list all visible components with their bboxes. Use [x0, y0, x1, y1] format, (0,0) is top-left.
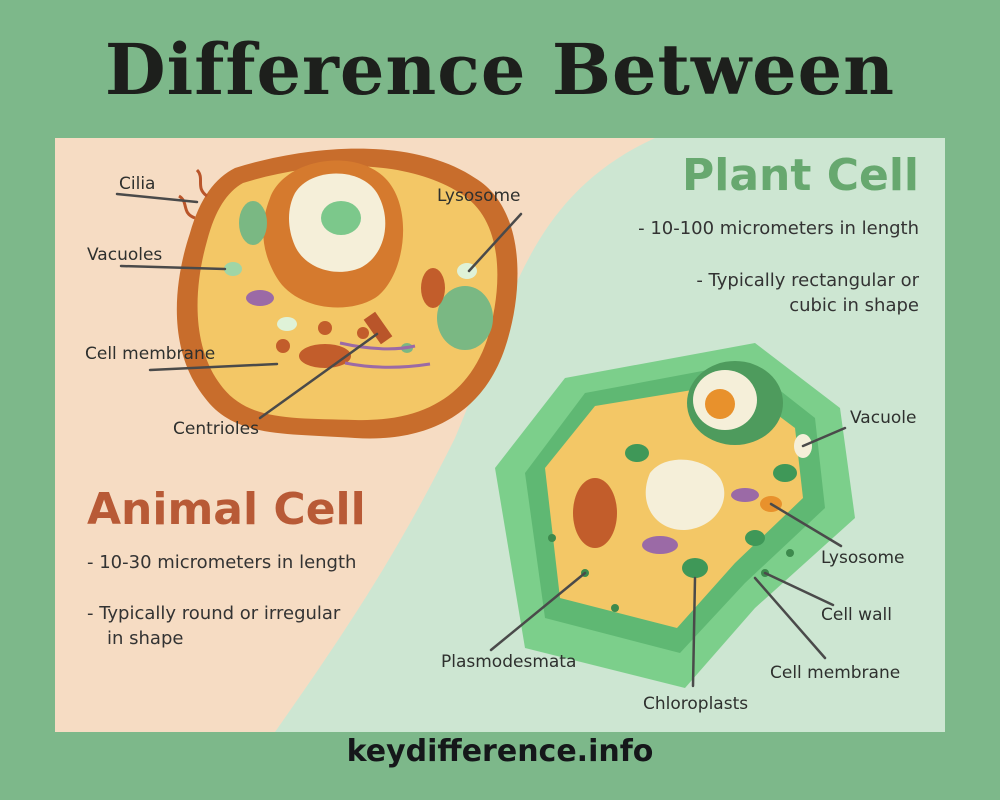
- animal-cilia: [195, 168, 208, 198]
- animal-fact-shape-cont: in shape: [107, 628, 184, 649]
- line-cell-wall: [763, 571, 835, 607]
- line-vacuoles: [119, 264, 227, 271]
- plant-plasmodesma: [548, 534, 556, 542]
- plant-fact-size: - 10-100 micrometers in length: [638, 218, 919, 239]
- animal-golgi: [437, 286, 493, 350]
- line-cell-membrane: [148, 362, 279, 372]
- label-plant-cell-membrane: Cell membrane: [770, 663, 901, 683]
- line-plant-lysosome: [769, 502, 843, 548]
- animal-vacuole: [224, 262, 242, 276]
- line-centrioles: [258, 332, 379, 420]
- plant-vacuole: [645, 459, 725, 531]
- label-centrioles: Centrioles: [173, 419, 259, 439]
- line-cilia: [115, 192, 199, 204]
- label-cell-membrane: Cell membrane: [85, 344, 216, 364]
- line-lysosome: [467, 212, 523, 273]
- leader-lines: [115, 192, 847, 688]
- page-title: Difference Between: [104, 28, 896, 111]
- label-lysosome-plant: Lysosome: [821, 548, 905, 568]
- label-plasmodesmata: Plasmodesmata: [441, 652, 577, 672]
- line-plant-cell-membrane: [753, 576, 827, 660]
- comparison-panel: Cilia Vacuoles Cell membrane Centrioles …: [55, 138, 945, 732]
- label-lysosome-animal: Lysosome: [437, 186, 521, 206]
- plant-chloroplast: [625, 444, 649, 462]
- animal-nucleolus: [321, 201, 361, 235]
- label-vacuole: Vacuole: [850, 408, 917, 428]
- line-plasmodesmata: [489, 571, 587, 652]
- label-chloroplasts: Chloroplasts: [643, 694, 749, 714]
- animal-cell-heading: Animal Cell: [87, 484, 366, 535]
- plant-fact-shape-cont: cubic in shape: [789, 295, 919, 316]
- plant-cell: [495, 343, 855, 688]
- label-cilia: Cilia: [119, 174, 156, 194]
- label-cell-wall: Cell wall: [821, 605, 892, 625]
- animal-er: [239, 201, 267, 245]
- animal-cell: [176, 148, 518, 439]
- animal-mitochondrion: [299, 344, 351, 368]
- line-vacuole: [801, 426, 847, 448]
- label-vacuoles: Vacuoles: [87, 245, 163, 265]
- plant-cell-heading: Plant Cell: [682, 150, 919, 201]
- footer-site-link[interactable]: keydifference.info: [346, 734, 654, 769]
- plant-golgi: [573, 478, 617, 548]
- plant-fact-shape: - Typically rectangular or: [696, 270, 919, 291]
- animal-fact-shape: - Typically round or irregular: [87, 603, 341, 624]
- plant-nucleolus: [705, 389, 735, 419]
- animal-centriole: [363, 311, 393, 345]
- plant-mitochondrion: [642, 536, 678, 554]
- animal-fact-size: - 10-30 micrometers in length: [87, 552, 357, 573]
- line-chloroplasts: [691, 576, 697, 688]
- cell-illustration: [55, 138, 945, 732]
